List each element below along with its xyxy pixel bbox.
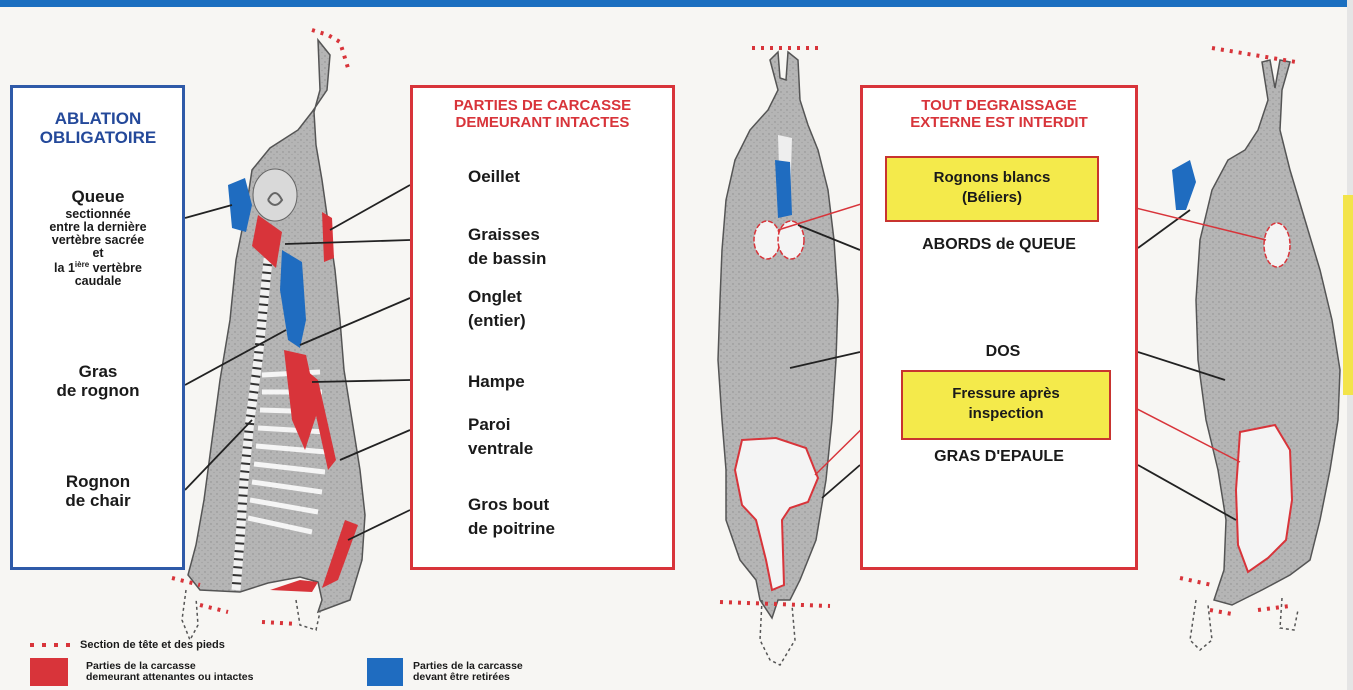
gras-de-rognon-label: Gras de rognon <box>13 362 183 400</box>
parties-item-graisses-line2: de bassin <box>468 248 547 268</box>
parties-item-paroi: Paroi ventrale <box>468 413 533 461</box>
parties-item-paroi-line2: ventrale <box>468 438 534 458</box>
ablation-title: ABLATION OBLIGATOIRE <box>13 109 183 147</box>
fressure-line2: inspection <box>968 405 1044 423</box>
parties-item-onglet-line1: Onglet <box>468 287 522 306</box>
yellow-edge-strip <box>1343 195 1353 395</box>
gras-line2: de rognon <box>56 380 140 400</box>
rognons-blancs-label: Rognons blancs (Béliers) <box>887 168 1097 209</box>
ablation-title-line1: ABLATION <box>54 109 142 128</box>
parties-item-oeillet-line1: Oeillet <box>468 167 520 186</box>
parties-item-hampe: Hampe <box>468 372 525 392</box>
parties-item-hampe-line1: Hampe <box>468 372 525 391</box>
legend-blue-line2: devant être retirées <box>413 671 510 684</box>
queue-desc-line4: et <box>92 246 104 261</box>
degraissage-title: TOUT DEGRAISSAGE EXTERNE EST INTERDIT <box>863 97 1135 131</box>
legend-red-line2: demeurant attenantes ou intactes <box>86 671 254 684</box>
degraissage-title-line1: TOUT DEGRAISSAGE <box>921 97 1077 114</box>
middle-carcass <box>717 46 839 666</box>
legend-marks <box>30 643 403 686</box>
queue-label: Queue <box>71 187 125 206</box>
legend-red: Parties de la carcasse demeurant attenan… <box>86 660 254 684</box>
left-carcass <box>171 28 366 642</box>
queue-desc-line5-pre: la 1 <box>54 260 75 275</box>
parties-item-onglet: Onglet (entier) <box>468 285 526 333</box>
queue-desc-line2: entre la dernière <box>49 220 147 235</box>
rognons-line2: (Béliers) <box>961 189 1023 207</box>
parties-title: PARTIES DE CARCASSE DEMEURANT INTACTES <box>413 97 672 131</box>
rognon-de-chair-label: Rognon de chair <box>13 472 183 510</box>
parties-item-graisses: Graisses de bassin <box>468 223 546 271</box>
parties-item-onglet-line2: (entier) <box>468 310 526 330</box>
queue-desc-line3: vertèbre sacrée <box>51 233 145 248</box>
fressure-label: Fressure après inspection <box>903 384 1109 425</box>
gras-line1: Gras <box>78 362 118 381</box>
parties-item-gros-bout: Gros bout de poitrine <box>468 493 555 541</box>
parties-item-graisses-line1: Graisses <box>468 225 540 244</box>
degraissage-title-line2: EXTERNE EST INTERDIT <box>910 113 1088 131</box>
parties-title-line2: DEMEURANT INTACTES <box>455 113 630 131</box>
fressure-box: Fressure après inspection <box>901 370 1111 440</box>
queue-desc-line5-post: vertèbre <box>89 260 142 275</box>
fressure-line1: Fressure après <box>952 385 1060 402</box>
queue-description: sectionnée entre la dernière vertèbre sa… <box>13 207 183 288</box>
parties-item-paroi-line1: Paroi <box>468 415 511 434</box>
parties-title-line1: PARTIES DE CARCASSE <box>453 97 632 114</box>
degraissage-box: TOUT DEGRAISSAGE EXTERNE EST INTERDIT Ro… <box>860 85 1138 570</box>
gras-epaule-label: GRAS D'EPAULE <box>934 448 1064 465</box>
left-leader-lines <box>184 184 411 541</box>
dos-label: DOS <box>985 343 1021 360</box>
queue-desc-line5: la 1ière vertèbre <box>13 259 183 275</box>
parties-item-oeillet: Oeillet <box>468 167 520 187</box>
legend-blue-line1: Parties de la carcasse <box>413 660 523 672</box>
parties-item-gros-bout-line2: de poitrine <box>468 518 555 538</box>
queue-desc-line6: caudale <box>74 273 122 288</box>
queue-desc-line5-sup: ière <box>74 259 90 269</box>
legend-blue: Parties de la carcasse devant être retir… <box>413 660 523 684</box>
legend-section: Section de tête et des pieds <box>80 639 225 651</box>
abords-de-queue-label: ABORDS de QUEUE <box>922 236 1076 253</box>
ablation-box: ABLATION OBLIGATOIRE Queue sectionnée en… <box>10 85 185 570</box>
rognons-line1: Rognons blancs <box>933 169 1051 186</box>
ablation-title-line2: OBLIGATOIRE <box>39 127 157 147</box>
rognon-line1: Rognon <box>65 472 131 491</box>
rognon-line2: de chair <box>65 490 131 510</box>
legend-red-line1: Parties de la carcasse <box>86 660 196 672</box>
top-border <box>0 0 1353 7</box>
right-carcass <box>1172 46 1341 652</box>
rognons-blancs-box: Rognons blancs (Béliers) <box>885 156 1099 222</box>
parties-item-gros-bout-line1: Gros bout <box>468 495 550 514</box>
parties-intactes-box: PARTIES DE CARCASSE DEMEURANT INTACTES O… <box>410 85 675 570</box>
queue-desc-line1: sectionnée <box>65 207 131 221</box>
